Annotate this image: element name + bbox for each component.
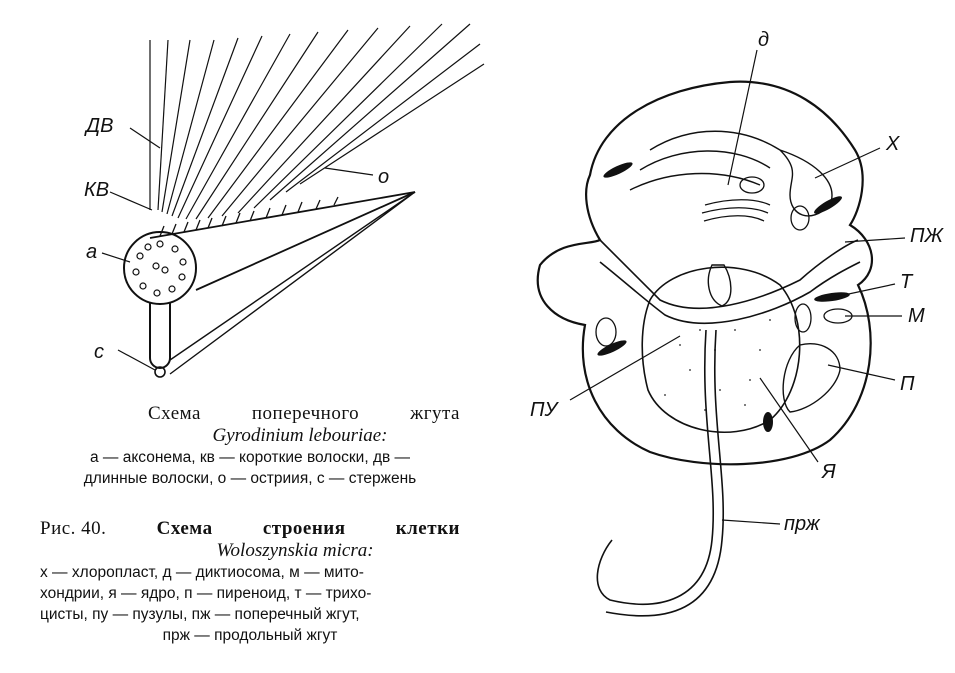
mitochondrion-lower [794, 303, 812, 333]
flagellum-diagram [101, 23, 485, 378]
chloroplast [629, 130, 833, 217]
mitochondrion-right [790, 205, 810, 231]
caption-cell-word-3: клетки [395, 518, 460, 539]
caption-cell-figure-number: Рис. 40. [40, 518, 107, 539]
label-c: с [94, 341, 104, 363]
caption-flagellum-legend-1: а — аксонема, кв — короткие волоски, дв … [89, 449, 411, 466]
axoneme-disc [123, 231, 197, 305]
longitudinal-flagellum [596, 329, 725, 617]
caption-cell-title: Рис. 40. Схема строения клетки [40, 518, 460, 540]
caption-flagellum-word-3: жгута [410, 403, 460, 424]
caption-flagellum-word-2: поперечного [251, 403, 360, 424]
mitochondrion-top [739, 176, 765, 194]
nucleus [641, 266, 801, 433]
caption-cell-word-2: строения [262, 518, 346, 539]
caption-cell-legend-2: хондрии, я — ядро, п — пиреноид, т — три… [40, 585, 372, 602]
dictyosome [701, 199, 771, 222]
label-a: а [86, 241, 97, 263]
label-o: о [378, 166, 389, 188]
caption-flagellum-species: Gyrodinium lebouriae: [212, 425, 388, 446]
caption-flagellum-word-1: Схема [148, 403, 201, 424]
caption-flagellum-legend-2: длинные волоски, о — остриия, с — стерже… [83, 470, 417, 487]
nucleus-stipple [664, 319, 771, 411]
label-pzh: ПЖ [910, 225, 944, 247]
caption-cell: Рис. 40. Схема строения клетки Woloszyns… [40, 518, 460, 646]
pyrenoid [782, 343, 841, 413]
label-m: М [908, 305, 925, 327]
label-t: Т [900, 271, 914, 293]
label-przh: прж [784, 513, 821, 535]
axoneme-doublets [132, 240, 187, 297]
trichocysts [597, 162, 850, 432]
label-pu: ПУ [530, 399, 559, 421]
cell-diagram [536, 49, 906, 617]
caption-cell-legend-1: х — хлоропласт, д — диктиосома, м — мито… [40, 564, 364, 581]
label-kv: КВ [84, 179, 109, 201]
flagellum-shaft [149, 191, 416, 291]
cell-outline [536, 80, 873, 466]
leader-lines [101, 127, 374, 371]
caption-cell-legend-3: цисты, пу — пузулы, пж — поперечный жгут… [40, 606, 360, 623]
label-p: П [900, 373, 915, 395]
label-ya: Я [821, 461, 836, 483]
label-x: Х [885, 133, 900, 155]
caption-cell-word-1: Схема [156, 518, 213, 539]
long-hairs [149, 23, 485, 220]
girdle [599, 239, 861, 324]
mitochondrion-left [595, 317, 617, 347]
caption-cell-species: Woloszynskia micra: [216, 540, 374, 561]
caption-flagellum-title: Схема поперечного жгута [40, 403, 460, 425]
label-dv: ДВ [84, 115, 113, 137]
caption-cell-legend-4: прж — продольный жгут [162, 627, 338, 644]
rod-stalk [149, 302, 171, 369]
rod-tip [154, 366, 166, 378]
rod-lines [169, 191, 416, 375]
short-hairs [159, 196, 339, 237]
caption-flagellum: Схема поперечного жгута Gyrodinium lebou… [40, 403, 460, 489]
cell-leader-lines [569, 49, 906, 525]
label-d: д [758, 29, 769, 51]
pusule [707, 264, 732, 307]
